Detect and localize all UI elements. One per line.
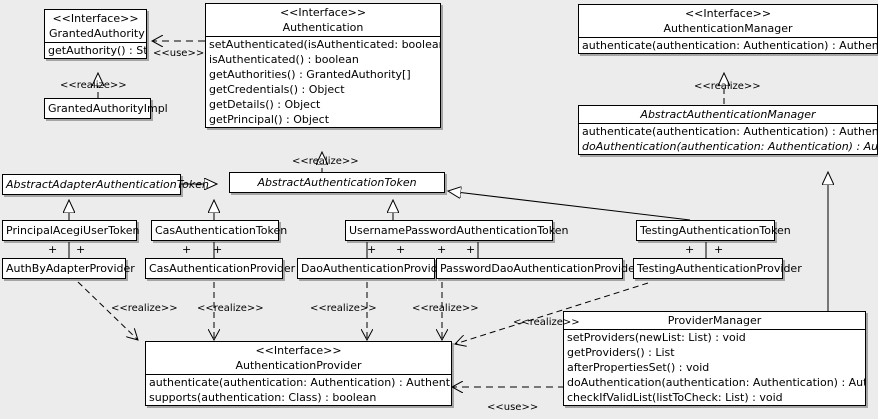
class-name: PasswordDaoAuthenticationProvider <box>440 262 640 275</box>
class-name: AbstractAuthenticationManager <box>640 108 816 121</box>
method-row: getCredentials() : Object <box>209 83 345 96</box>
method-row: setProviders(newList: List) : void <box>567 331 746 344</box>
methods-compartment: authenticate(authentication: Authenticat… <box>579 123 877 154</box>
assoc-plus-mark: + <box>396 243 406 256</box>
class-header: <<Interface>> AuthenticationProvider <box>146 342 451 374</box>
assoc-plus-mark: + <box>367 243 377 256</box>
class-authentication-manager[interactable]: <<Interface>> AuthenticationManager auth… <box>578 4 878 54</box>
method-row: getAuthority() : String <box>48 44 146 57</box>
class-name: TestingAuthenticationToken <box>640 224 791 237</box>
methods-compartment: setProviders(newList: List) : void getPr… <box>564 329 865 405</box>
stereotype-label: <<Interface>> <box>255 344 342 357</box>
method-row: getDetails() : Object <box>209 98 321 111</box>
method-row: doAuthentication(authentication: Authent… <box>582 140 877 153</box>
class-name: CasAuthenticationProvider <box>149 262 296 275</box>
method-row: setAuthenticated(isAuthenticated: boolea… <box>209 38 440 51</box>
method-row: getPrincipal() : Object <box>209 113 330 126</box>
edge-label-realize-authbyadapterprovider: <<realize>> <box>111 303 178 314</box>
assoc-plus-mark: + <box>182 243 192 256</box>
method-row: getProviders() : List <box>567 346 675 359</box>
method-row: getAuthorities() : GrantedAuthority[] <box>209 68 411 81</box>
assoc-plus-mark: + <box>466 243 476 256</box>
method-row: authenticate(authentication: Authenticat… <box>582 125 877 138</box>
class-authentication[interactable]: <<Interface>> Authentication setAuthenti… <box>205 3 441 128</box>
class-granted-authority[interactable]: <<Interface>> GrantedAuthority getAuthor… <box>44 9 147 59</box>
edge-generalize-testingauthenticationtoken <box>448 191 691 221</box>
method-row: isAuthenticated() : boolean <box>209 53 359 66</box>
class-name: UsernamePasswordAuthenticationToken <box>349 224 569 237</box>
class-name: AbstractAdapterAuthenticationToken <box>6 178 209 191</box>
class-granted-authority-impl[interactable]: GrantedAuthorityImpl <box>44 98 168 119</box>
class-name: AuthenticationProvider <box>235 359 362 372</box>
class-cas-authentication-provider[interactable]: CasAuthenticationProvider <box>145 258 296 279</box>
edge-label-realize-testingauthenticationprovider: <<realize>> <box>513 317 580 328</box>
class-name: CasAuthenticationToken <box>155 224 288 237</box>
class-header: ProviderManager <box>564 312 865 329</box>
methods-compartment: setAuthenticated(isAuthenticated: boolea… <box>206 36 440 127</box>
method-row: checkIfValidList(listToCheck: List) : vo… <box>567 391 783 404</box>
edge-label-realize-grantedauthorityimpl: <<realize>> <box>60 80 127 91</box>
class-header: <<Interface>> AuthenticationManager <box>579 5 877 37</box>
method-row: authenticate(authentication: Authenticat… <box>582 39 877 52</box>
class-name: DaoAuthenticationProvider <box>301 262 449 275</box>
stereotype-label: <<Interface>> <box>52 12 139 25</box>
class-name: TestingAuthenticationProvider <box>637 262 802 275</box>
class-name: ProviderManager <box>667 314 762 327</box>
method-row: supports(authentication: Class) : boolea… <box>149 391 377 404</box>
methods-compartment: authenticate(authentication: Authenticat… <box>146 374 451 405</box>
class-name: AbstractAuthenticationToken <box>257 176 417 189</box>
class-testing-authentication-provider[interactable]: TestingAuthenticationProvider <box>633 258 802 279</box>
assoc-plus-mark: + <box>76 243 86 256</box>
class-auth-by-adapter-provider[interactable]: AuthByAdapterProvider <box>2 258 135 279</box>
class-name: AuthByAdapterProvider <box>6 262 135 275</box>
class-name: GrantedAuthority <box>49 27 145 40</box>
methods-compartment: authenticate(authentication: Authenticat… <box>579 37 877 53</box>
class-principal-acegi-user-token[interactable]: PrincipalAcegiUserToken <box>2 220 140 241</box>
class-name: AuthenticationManager <box>663 22 793 35</box>
assoc-plus-mark: + <box>714 243 724 256</box>
method-row: afterPropertiesSet() : void <box>567 361 710 374</box>
edge-label-realize-passworddaoauthenticationprovider: <<realize>> <box>412 303 479 314</box>
class-provider-manager[interactable]: ProviderManager setProviders(newList: Li… <box>563 311 866 406</box>
class-authentication-provider[interactable]: <<Interface>> AuthenticationProvider aut… <box>145 341 452 406</box>
class-name: Authentication <box>282 21 364 34</box>
edge-label-realize-abstractauthenticationtoken: <<realize>> <box>292 156 359 167</box>
class-name: PrincipalAcegiUserToken <box>6 224 140 237</box>
class-header: AbstractAuthenticationManager <box>579 106 877 123</box>
edge-label-realize-daoauthenticationprovider: <<realize>> <box>310 303 377 314</box>
class-name: GrantedAuthorityImpl <box>48 102 168 115</box>
stereotype-label: <<Interface>> <box>684 7 772 20</box>
method-row: doAuthentication(authentication: Authent… <box>567 376 865 389</box>
class-testing-authentication-token[interactable]: TestingAuthenticationToken <box>636 220 791 241</box>
class-header: <<Interface>> Authentication <box>206 4 440 36</box>
edge-label-realize-abstractauthenticationmanager: <<realize>> <box>694 81 761 92</box>
class-abstract-adapter-authentication-token[interactable]: AbstractAdapterAuthenticationToken <box>2 174 209 195</box>
methods-compartment: getAuthority() : String <box>45 42 146 58</box>
assoc-plus-mark: + <box>437 243 447 256</box>
stereotype-label: <<Interface>> <box>279 6 367 19</box>
edge-label-use-authentication-grantedauthority: <<use>> <box>153 48 205 59</box>
class-header: <<Interface>> GrantedAuthority <box>45 10 146 42</box>
assoc-plus-mark: + <box>48 243 58 256</box>
class-cas-authentication-token[interactable]: CasAuthenticationToken <box>151 220 288 241</box>
assoc-plus-mark: + <box>213 243 223 256</box>
class-abstract-authentication-token[interactable]: AbstractAuthenticationToken <box>229 172 445 193</box>
method-row: authenticate(authentication: Authenticat… <box>149 376 451 389</box>
edge-label-use-providermanager: <<use>> <box>487 402 539 413</box>
assoc-plus-mark: + <box>685 243 695 256</box>
class-abstract-authentication-manager[interactable]: AbstractAuthenticationManager authentica… <box>578 105 878 155</box>
class-password-dao-authentication-provider[interactable]: PasswordDaoAuthenticationProvider <box>436 258 640 279</box>
class-username-password-authentication-token[interactable]: UsernamePasswordAuthenticationToken <box>345 220 569 241</box>
edge-label-realize-casauthenticationprovider: <<realize>> <box>197 303 264 314</box>
class-dao-authentication-provider[interactable]: DaoAuthenticationProvider <box>297 258 449 279</box>
